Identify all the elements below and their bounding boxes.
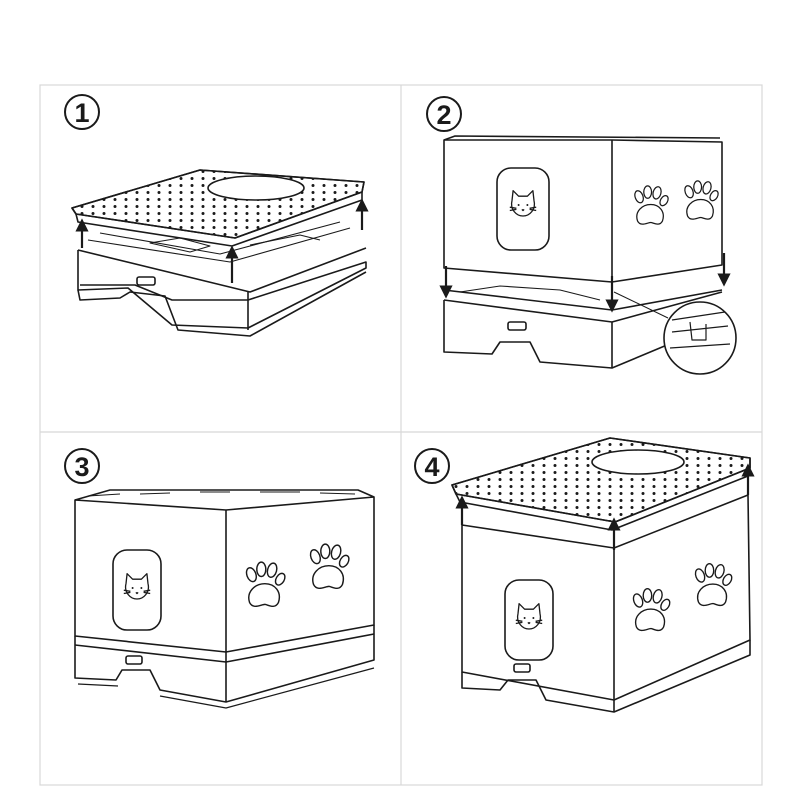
step-number-4: 4: [424, 452, 439, 482]
grid-frame: [39, 84, 763, 786]
panel-step-3: 3: [64, 448, 375, 709]
panel-step-1: 1: [64, 94, 369, 337]
panel-step-2: 2: [426, 96, 737, 375]
litter-box-base: [461, 640, 751, 713]
lift-arrows: [455, 463, 755, 550]
perforated-lid: [71, 169, 365, 247]
step-badge-3: 3: [64, 448, 100, 484]
step-badge-2: 2: [426, 96, 462, 132]
step-number-3: 3: [74, 452, 89, 482]
litter-box-base: [443, 285, 723, 369]
step-badge-1: 1: [64, 94, 100, 130]
step-number-1: 1: [74, 98, 89, 128]
litter-box-base: [74, 625, 375, 709]
litter-box-base: [77, 247, 367, 337]
detail-zoom-callout: [613, 291, 737, 375]
step-number-2: 2: [436, 100, 451, 130]
enclosure-walls: [74, 489, 375, 653]
enclosure-walls: [461, 494, 751, 701]
enclosure-walls: [443, 135, 723, 283]
panel-step-4: 4: [414, 437, 755, 713]
lift-arrows: [75, 198, 369, 283]
down-arrows: [439, 253, 731, 313]
step-badge-4: 4: [414, 448, 450, 484]
perforated-lid: [451, 437, 751, 531]
inner-tray: [87, 221, 351, 263]
